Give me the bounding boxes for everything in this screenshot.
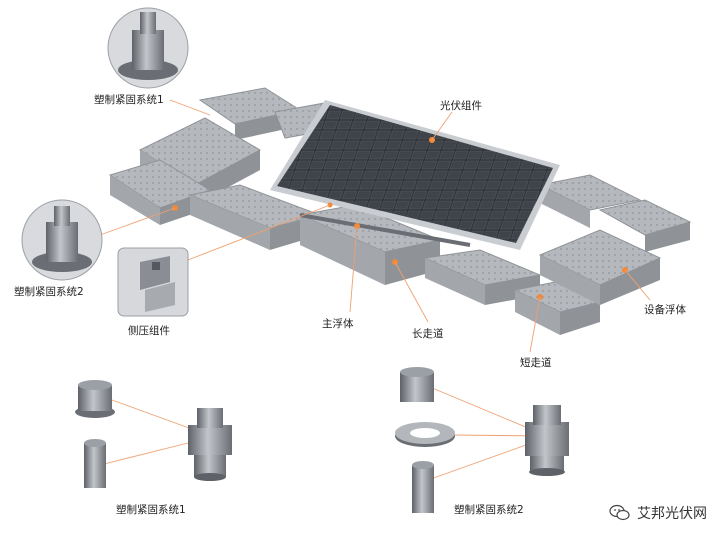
watermark: 艾邦光伏网	[609, 503, 707, 523]
label-pv-module: 光伏组件	[440, 100, 482, 112]
label-equipment-float: 设备浮体	[644, 304, 686, 316]
label-side-clamp: 侧压组件	[128, 325, 170, 337]
label-fastening-1-bottom: 塑制紧固系统1	[116, 504, 186, 516]
pv-panel	[270, 100, 560, 250]
label-fastening-1-top: 塑制紧固系统1	[94, 94, 164, 106]
label-main-float: 主浮体	[322, 318, 354, 330]
label-fastening-2-left: 塑制紧固系统2	[14, 286, 84, 298]
parts-fastening-2	[395, 367, 569, 513]
leader-lines	[99, 99, 651, 481]
inset-fastening-1	[107, 7, 189, 89]
parts-fastening-1	[75, 380, 232, 488]
inset-fastening-2	[21, 199, 103, 281]
label-fastening-2-bottom: 塑制紧固系统2	[454, 504, 524, 516]
label-long-walkway: 长走道	[412, 328, 444, 340]
label-short-walkway: 短走道	[520, 357, 552, 369]
inset-side-clamp	[117, 247, 189, 317]
wechat-icon	[609, 504, 630, 521]
watermark-text: 艾邦光伏网	[637, 506, 707, 522]
